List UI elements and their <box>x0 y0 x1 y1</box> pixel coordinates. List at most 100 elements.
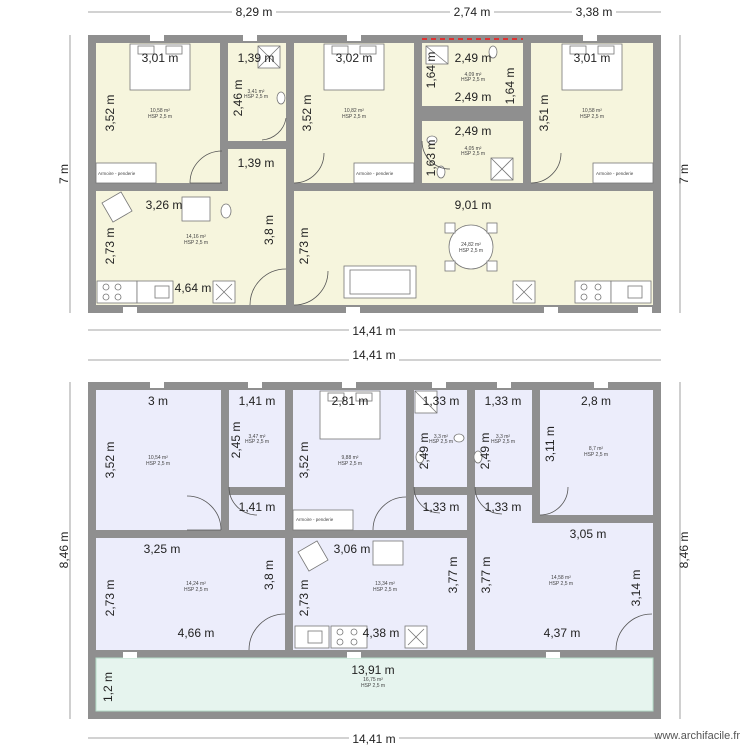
room-height: 3,77 m <box>446 557 460 594</box>
room-height: 3,14 m <box>629 570 643 607</box>
room-hsp: HSP 2,5 m <box>342 114 366 120</box>
room-hsp: HSP 2,5 m <box>429 439 453 445</box>
room-width: 2,49 m <box>455 90 492 104</box>
room-area: 24,82 m² <box>461 242 481 248</box>
dim-label: 14,41 m <box>352 324 395 338</box>
room-labels: 3,01 m 3,52 m 10,58 m² HSP 2,5 m 1,39 m … <box>103 51 610 295</box>
bed-icon <box>129 43 623 91</box>
room-width: 3,02 m <box>336 51 373 65</box>
room-height: 2,45 m <box>229 422 243 459</box>
room-hsp: HSP 2,5 m <box>584 452 608 458</box>
room-width: 2,81 m <box>332 394 369 408</box>
bottom-floor-plan: Armoire - penderie <box>57 347 691 746</box>
room-hsp: HSP 2,5 m <box>146 461 170 467</box>
room-r1 <box>96 390 221 530</box>
room-area: 3,3 m² <box>496 434 511 440</box>
room-width: 3,05 m <box>570 527 607 541</box>
room-height: 2,73 m <box>103 580 117 617</box>
room-width: 1,33 m <box>423 394 460 408</box>
room-width: 1,41 m <box>239 500 276 514</box>
room-height: 3,8 m <box>262 560 276 590</box>
room-width: 2,49 m <box>455 51 492 65</box>
room-height: 1,64 m <box>503 68 517 105</box>
room-width: 4,66 m <box>178 626 215 640</box>
bathroom-fixtures <box>414 390 483 464</box>
room-area: 8,7 m² <box>589 446 604 452</box>
room-area: 3,47 m² <box>249 434 266 440</box>
room-width: 1,33 m <box>485 394 522 408</box>
room-hsp: HSP 2,5 m <box>338 461 362 467</box>
top-floor-plan: Armoire - penderie Armoire - penderie Ar… <box>57 4 691 338</box>
room-hsp: HSP 2,5 m <box>580 114 604 120</box>
room-hsp: HSP 2,5 m <box>491 439 515 445</box>
room-height: 3,77 m <box>479 557 493 594</box>
room-hsp: HSP 2,5 m <box>459 248 483 254</box>
room-hsp: HSP 2,5 m <box>244 94 268 100</box>
room-width: 13,91 m <box>351 663 394 677</box>
room-width: 9,01 m <box>455 198 492 212</box>
room-width: 1,41 m <box>239 394 276 408</box>
room-height: 1,2 m <box>101 672 115 702</box>
window-marks <box>123 382 608 658</box>
room-hsp: HSP 2,5 m <box>184 240 208 246</box>
dim-label: 14,41 m <box>352 732 395 746</box>
room-hall-r4 <box>414 495 467 530</box>
room-width: 1,39 m <box>238 156 275 170</box>
room-width: 4,37 m <box>544 626 581 640</box>
room-area: 4,05 m² <box>465 146 482 152</box>
room-height: 2,46 m <box>231 80 245 117</box>
room-area: 14,16 m² <box>186 234 206 240</box>
room-area: 3,3 m² <box>434 434 449 440</box>
room-height: 2,49 m <box>478 433 492 470</box>
room-width: 1,33 m <box>485 500 522 514</box>
room-width: 4,64 m <box>175 281 212 295</box>
room-width: 1,33 m <box>423 500 460 514</box>
kitchen-fixtures <box>96 191 236 304</box>
room-area: 10,54 m² <box>148 455 168 461</box>
room-width: 3,01 m <box>574 51 611 65</box>
dim-label: 8,29 m <box>236 5 273 19</box>
door-icon <box>186 486 653 651</box>
room-height: 3,52 m <box>103 95 117 132</box>
room-height: 3,52 m <box>297 442 311 479</box>
room-height: 3,11 m <box>543 426 557 462</box>
room-area: 10,58 m² <box>150 108 170 114</box>
wardrobe-label: Armoire - penderie <box>596 171 634 176</box>
room-width: 3,01 m <box>142 51 179 65</box>
window-marks <box>123 35 652 313</box>
room-height: 3,52 m <box>300 95 314 132</box>
room-hsp: HSP 2,5 m <box>461 77 485 83</box>
room-hall1 <box>228 149 286 191</box>
living-fixtures <box>343 222 652 304</box>
room-r6 <box>540 390 653 515</box>
room-area: 10,82 m² <box>344 108 364 114</box>
room-height: 3,52 m <box>103 442 117 479</box>
room-hsp: HSP 2,5 m <box>549 581 573 587</box>
room-hsp: HSP 2,5 m <box>373 587 397 593</box>
wardrobe-icon <box>292 509 354 531</box>
room-width: 1,39 m <box>238 51 275 65</box>
room-r9 <box>475 523 653 650</box>
room-area: 13,34 m² <box>375 581 395 587</box>
room-height: 2,73 m <box>103 228 117 265</box>
dim-label: 2,74 m <box>454 5 491 19</box>
room-area: 9,88 m² <box>342 455 359 461</box>
wardrobe-icon <box>95 162 654 184</box>
wardrobe-label: Armoire - penderie <box>356 171 394 176</box>
dim-label: 8,46 m <box>677 532 691 569</box>
room-hsp: HSP 2,5 m <box>361 683 385 689</box>
room-hsp: HSP 2,5 m <box>461 151 485 157</box>
room-area: 10,58 m² <box>582 108 602 114</box>
room-width: 3,25 m <box>144 542 181 556</box>
room-hsp: HSP 2,5 m <box>184 587 208 593</box>
room-height: 2,73 m <box>297 228 311 265</box>
room-height: 2,73 m <box>297 580 311 617</box>
dim-label: 3,38 m <box>576 5 613 19</box>
wardrobe-label: Armoire - penderie <box>296 517 334 522</box>
watermark: www.archifacile.fr <box>654 730 740 742</box>
room-area: 4,09 m² <box>465 72 482 78</box>
room-height: 2,49 m <box>417 433 431 470</box>
bed-icon <box>319 390 381 440</box>
room-width: 2,8 m <box>581 394 611 408</box>
dim-label: 14,41 m <box>352 348 395 362</box>
